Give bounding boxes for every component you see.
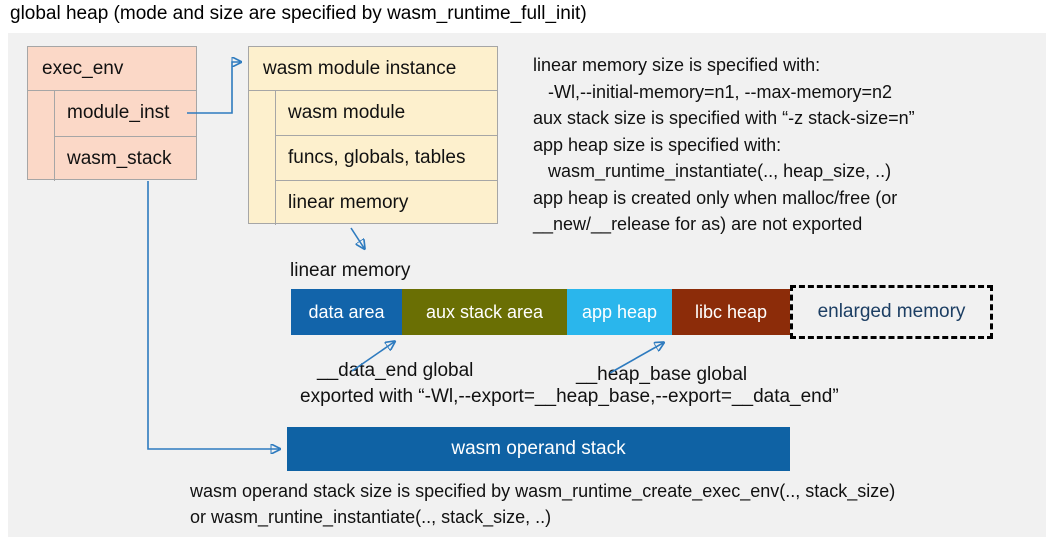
note-line: or wasm_runtine_instantiate(.., stack_si… — [190, 506, 552, 527]
exec-env-box: exec_env module_inst wasm_stack — [27, 46, 197, 181]
linear-memory-label: linear memory — [290, 260, 411, 281]
exported-with-label: exported with “-Wl,--export=__heap_base,… — [300, 386, 839, 407]
operand-stack-notes: wasm operand stack size is specified by … — [190, 479, 895, 530]
note-line: aux stack size is specified with “-z sta… — [533, 108, 915, 128]
note-line: wasm_runtime_instantiate(.., heap_size, … — [533, 161, 892, 181]
module-instance-row-wasm-module: wasm module — [276, 91, 497, 136]
module-instance-indent-strip — [249, 91, 276, 225]
segment-aux-stack-area: aux stack area — [402, 289, 567, 335]
diagram-title: global heap (mode and size are specified… — [10, 3, 587, 24]
wasm-operand-stack-bar: wasm operand stack — [287, 427, 790, 471]
note-line: linear memory size is specified with: — [533, 55, 821, 75]
module-instance-body: wasm module funcs, globals, tables linea… — [249, 91, 497, 225]
exec-env-indent-strip — [28, 91, 55, 181]
module-instance-box: wasm module instance wasm module funcs, … — [248, 46, 498, 225]
note-line: -Wl,--initial-memory=n1, --max-memory=n2 — [533, 81, 893, 102]
module-instance-header: wasm module instance — [249, 47, 497, 91]
exec-env-row-module-inst: module_inst — [55, 91, 196, 137]
note-line: __new/__release for as) are not exported — [533, 214, 863, 234]
module-instance-row-linear-memory: linear memory — [288, 192, 409, 213]
exec-env-body: module_inst wasm_stack — [28, 91, 196, 181]
segment-libc-heap: libc heap — [672, 289, 790, 335]
exec-env-header: exec_env — [28, 47, 196, 91]
segment-data-area: data area — [291, 289, 402, 335]
segment-app-heap: app heap — [567, 289, 672, 335]
module-instance-row-funcs-globals-tables: funcs, globals, tables — [276, 136, 497, 181]
linear-memory-bar: data area aux stack area app heap libc h… — [291, 289, 790, 335]
exec-env-row-wasm-stack: wasm_stack — [67, 147, 172, 169]
heap-base-global-label: __heap_base global — [576, 364, 748, 385]
data-end-global-label: __data_end global — [317, 360, 474, 381]
note-line: app heap size is specified with: — [533, 134, 782, 155]
memory-size-notes: linear memory size is specified with: -W… — [533, 52, 915, 238]
note-line: app heap is created only when malloc/fre… — [533, 187, 898, 208]
segment-enlarged-memory: enlarged memory — [790, 285, 993, 339]
note-line: wasm operand stack size is specified by … — [190, 481, 896, 501]
